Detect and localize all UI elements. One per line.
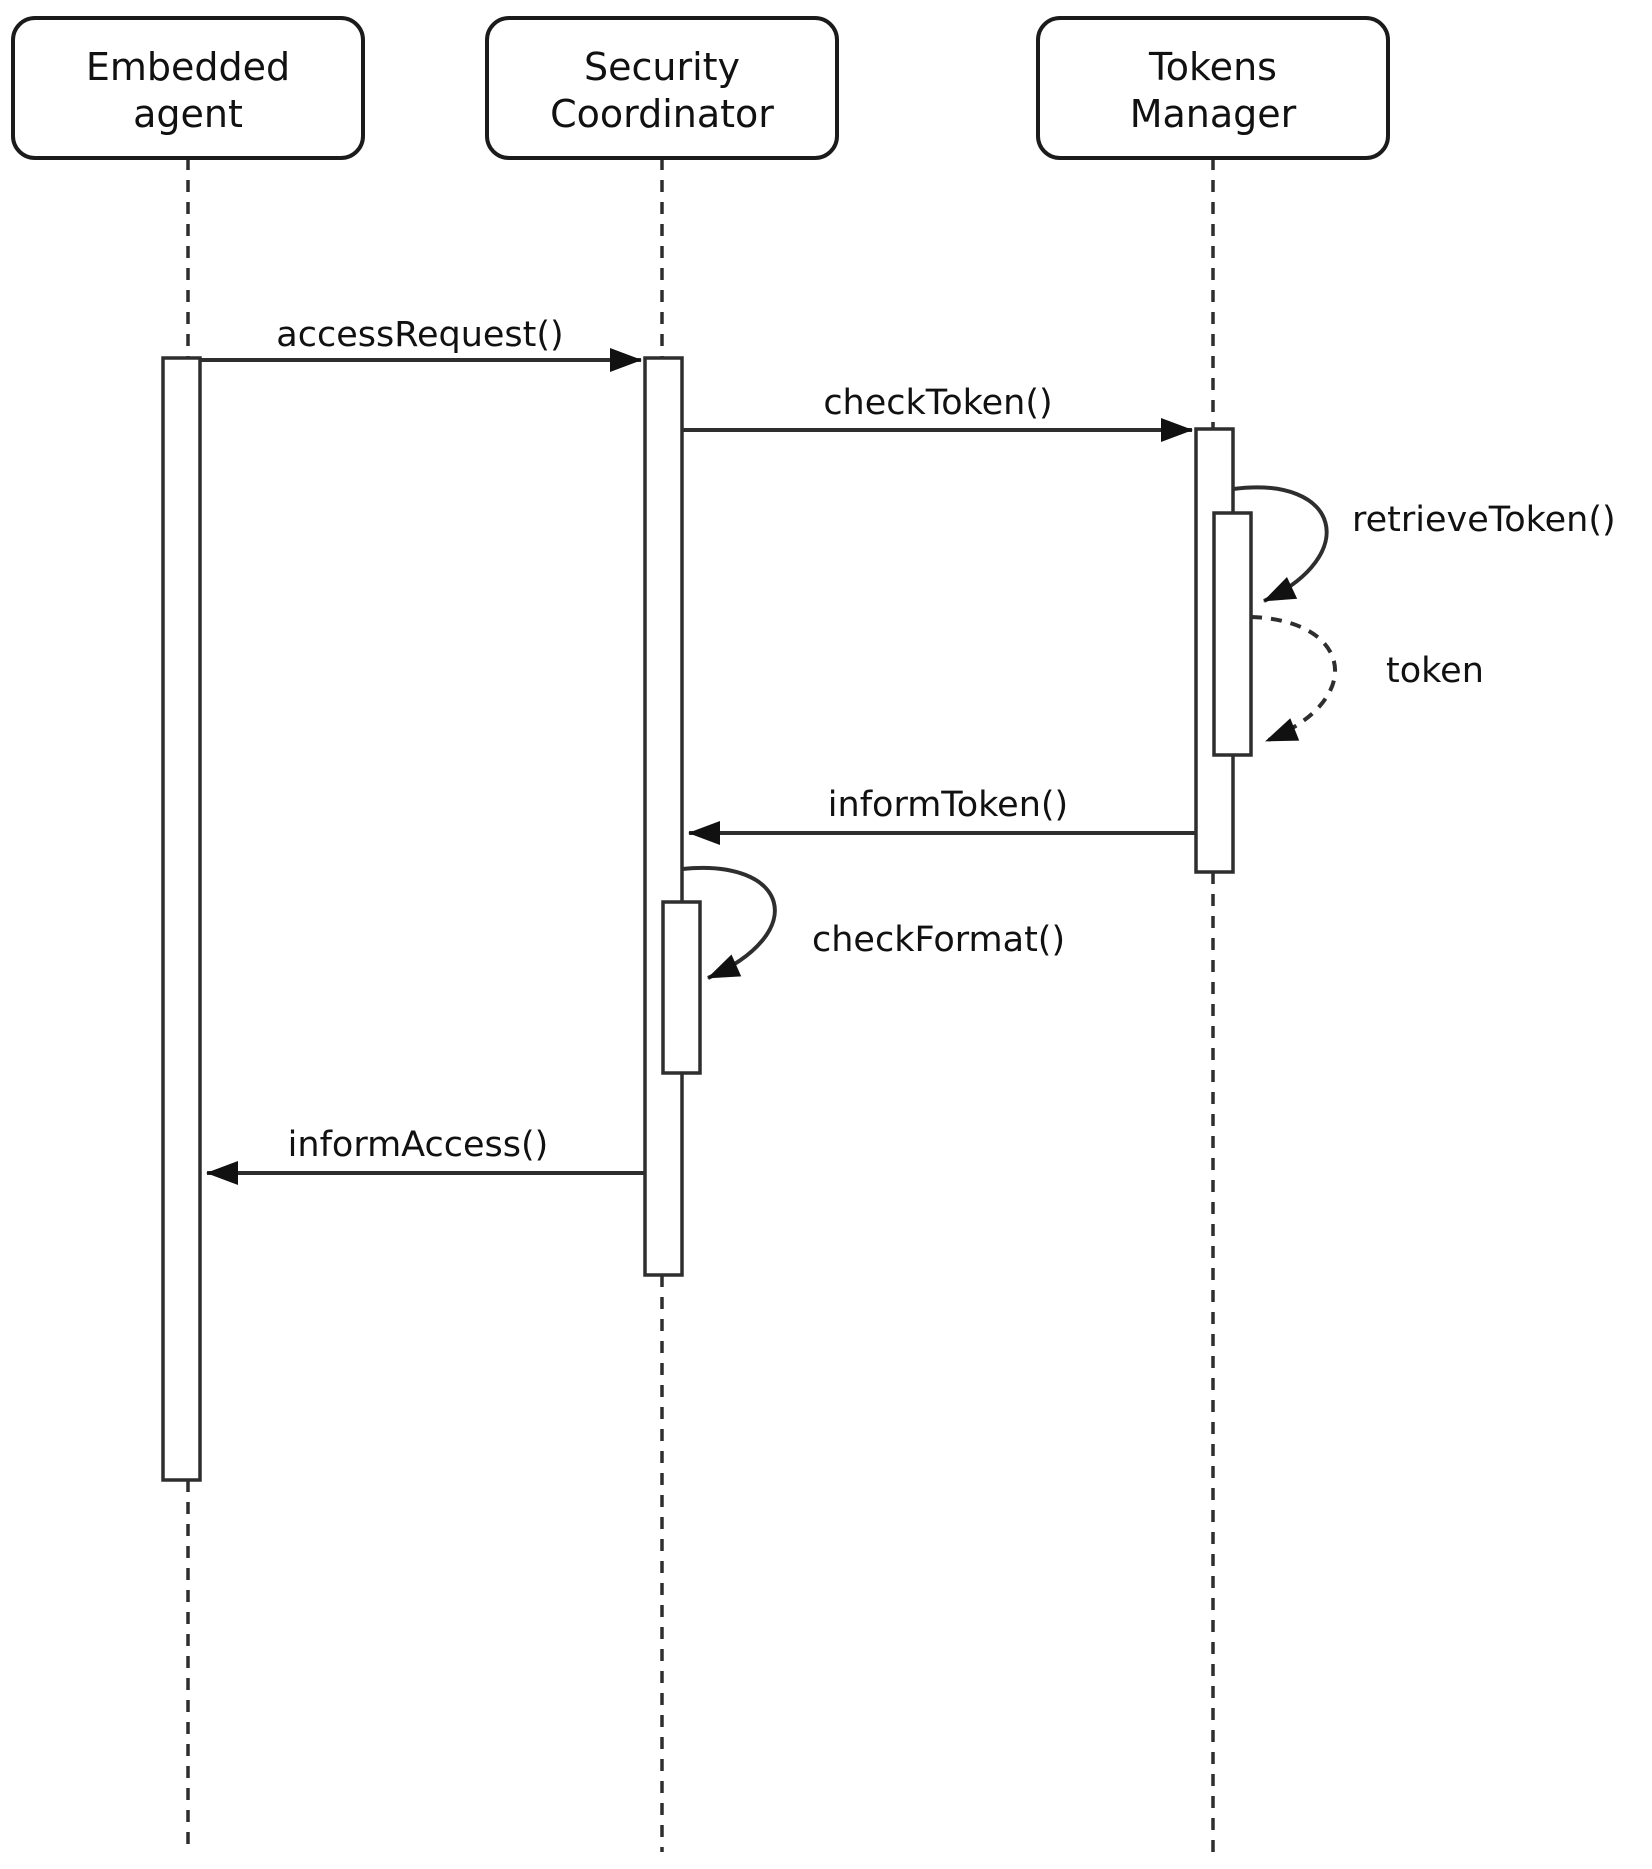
message-arrow-token-return-self [1250, 615, 1337, 743]
actor-label-security: Security [584, 45, 740, 89]
actor-label-agent: agent [133, 92, 243, 136]
actor-label-manager: Manager [1130, 92, 1297, 136]
message-label-retrieve-token: retrieveToken() [1352, 500, 1616, 540]
message-label-access-request: accessRequest() [276, 315, 563, 355]
activation-bar-security-coordinator [643, 356, 684, 1277]
actor-embedded-agent: Embedded agent [11, 16, 365, 160]
message-arrow-check-format-self [681, 865, 777, 980]
message-label-inform-access: informAccess() [288, 1125, 549, 1165]
activation-bar-tokens-manager-inner [1212, 511, 1253, 757]
actor-tokens-manager: Tokens Manager [1036, 16, 1390, 160]
actor-security-coordinator: Security Coordinator [485, 16, 839, 160]
activation-bar-embedded-agent [161, 356, 202, 1482]
message-label-check-token: checkToken() [823, 383, 1052, 423]
actor-label-embedded: Embedded [86, 45, 290, 89]
message-label-inform-token: informToken() [828, 785, 1068, 825]
activation-bar-security-coordinator-inner [661, 900, 702, 1075]
actor-label-tokens: Tokens [1148, 45, 1277, 89]
message-label-check-format: checkFormat() [812, 920, 1065, 960]
message-label-token: token [1386, 651, 1484, 691]
actor-label-coordinator: Coordinator [550, 92, 774, 136]
message-arrow-retrieve-token-self [1232, 485, 1329, 603]
